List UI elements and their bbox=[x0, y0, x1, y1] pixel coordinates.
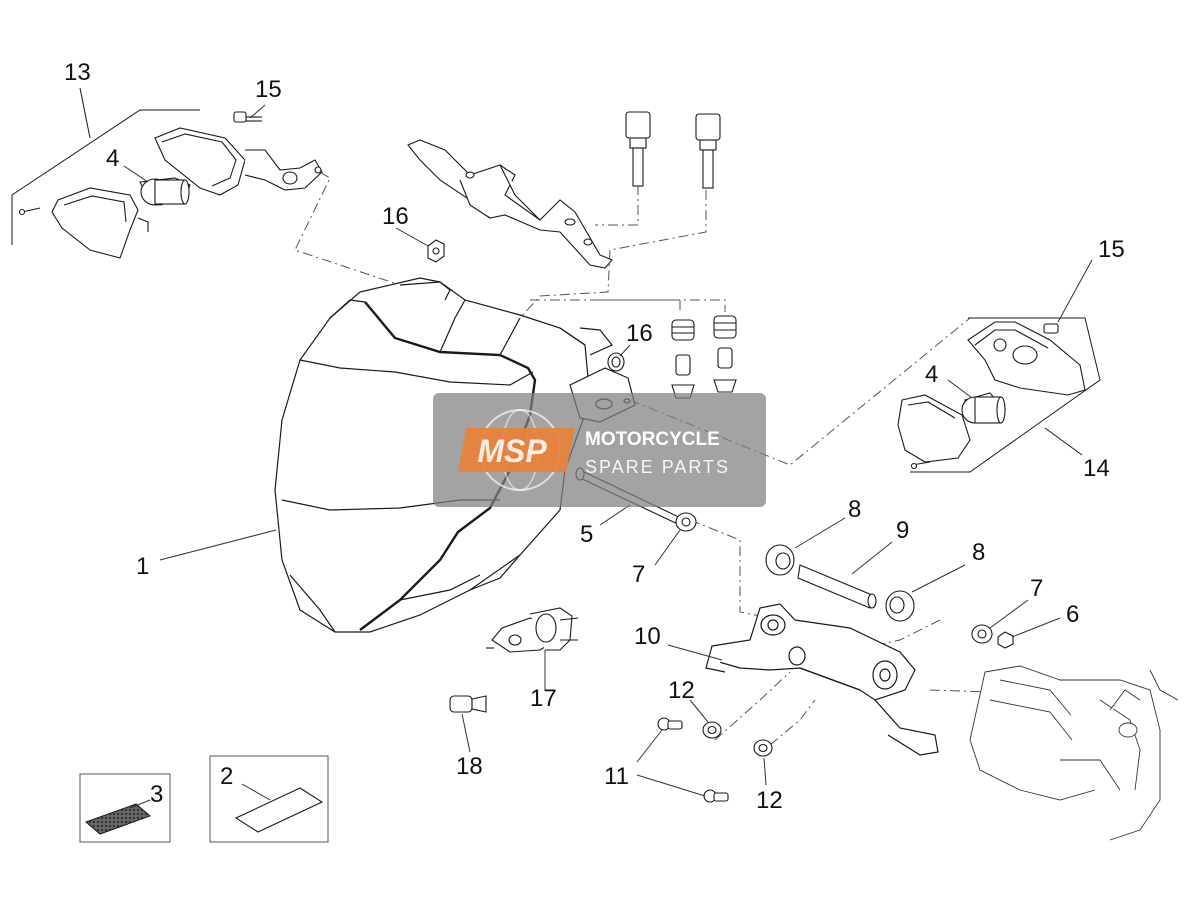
turn-signal-13-bracket-lines bbox=[11, 87, 200, 245]
spacers-and-sleeve bbox=[765, 544, 915, 622]
callout-18: 18 bbox=[456, 753, 483, 780]
bulb-4-right bbox=[961, 396, 1006, 424]
callout-11: 11 bbox=[604, 763, 629, 790]
callout-12-lower: 12 bbox=[756, 787, 783, 814]
kit-3 bbox=[79, 773, 171, 843]
callout-8-upper: 8 bbox=[848, 496, 861, 523]
washer-7-left bbox=[675, 512, 697, 532]
leader-lines bbox=[123, 104, 1093, 809]
turn-signal-14-bracket-lines bbox=[910, 317, 1101, 473]
callout-6: 6 bbox=[1066, 601, 1079, 628]
right-turn-signal bbox=[897, 321, 1086, 470]
callout-3: 3 bbox=[150, 781, 163, 808]
small-bolts-and-washers bbox=[657, 717, 773, 803]
nut-16-upper bbox=[427, 239, 445, 263]
callout-4-right: 4 bbox=[925, 361, 938, 388]
callout-2: 2 bbox=[220, 763, 233, 790]
watermark: MSP MOTORCYCLE SPARE PARTS bbox=[433, 393, 766, 507]
washer-and-nut-right bbox=[971, 624, 1014, 649]
callout-16-upper: 16 bbox=[382, 203, 409, 230]
nut-16-lower bbox=[607, 352, 625, 372]
callout-1: 1 bbox=[136, 553, 149, 580]
callout-16-lower: 16 bbox=[626, 320, 653, 347]
watermark-logo-text: MSP bbox=[477, 433, 547, 469]
callout-12-upper: 12 bbox=[668, 677, 695, 704]
assembly-dashed-lines bbox=[294, 171, 1046, 746]
bulb-4-left bbox=[140, 178, 190, 206]
watermark-line2: SPARE PARTS bbox=[585, 457, 730, 477]
callout-14: 14 bbox=[1083, 455, 1110, 482]
callout-4-left: 4 bbox=[106, 145, 119, 172]
callout-7-left: 7 bbox=[632, 561, 645, 588]
rubber-grommets bbox=[671, 315, 737, 399]
callout-8-lower: 8 bbox=[972, 539, 985, 566]
mounting-bolts bbox=[625, 111, 721, 189]
headlight-bulb-17 bbox=[486, 607, 579, 653]
frame-section bbox=[969, 665, 1179, 841]
watermark-line1: MOTORCYCLE bbox=[585, 429, 720, 450]
callout-7-right: 7 bbox=[1030, 575, 1043, 602]
lower-bracket-10 bbox=[705, 603, 939, 756]
top-support-bracket bbox=[407, 139, 613, 269]
callout-13: 13 bbox=[64, 59, 91, 86]
small-bulb-18 bbox=[449, 695, 487, 713]
callout-5: 5 bbox=[580, 521, 593, 548]
headlight-assembly bbox=[274, 277, 613, 633]
callout-15-right: 15 bbox=[1098, 236, 1125, 263]
callout-9: 9 bbox=[896, 517, 909, 544]
callout-15-left: 15 bbox=[255, 76, 282, 103]
callout-labels: 1 2 3 4 4 5 6 7 7 8 8 9 10 11 12 12 13 1… bbox=[64, 59, 1125, 814]
callout-17: 17 bbox=[530, 685, 557, 712]
callout-10: 10 bbox=[634, 623, 661, 650]
